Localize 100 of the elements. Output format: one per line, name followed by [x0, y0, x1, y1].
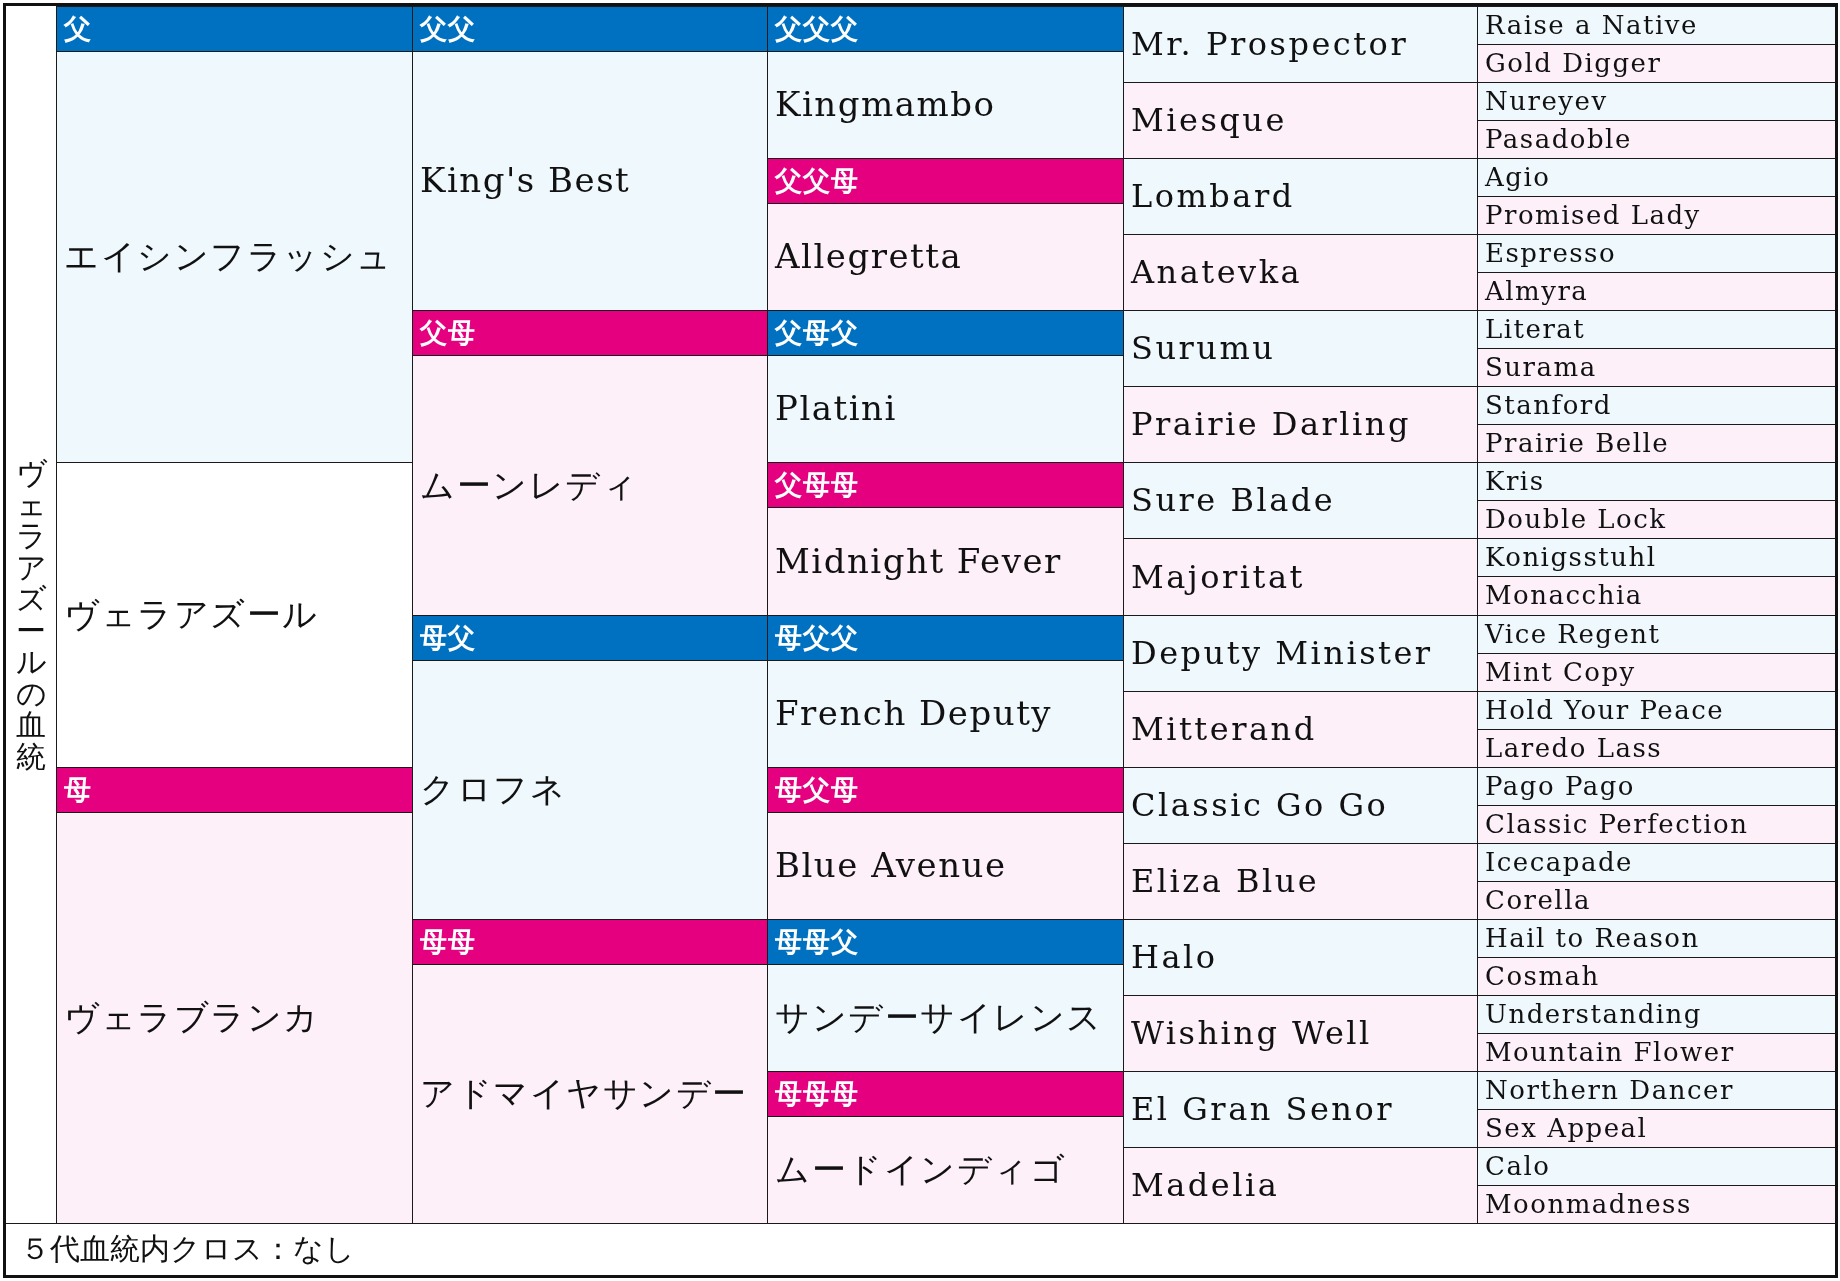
pedigree-cell [1477, 729, 1837, 768]
pedigree-cell [1477, 1185, 1837, 1224]
pedigree-cell [1123, 843, 1478, 920]
pedigree-cell [1477, 615, 1837, 654]
horse-name: French Deputy [775, 694, 1053, 734]
horse-name: Kingmambo [775, 85, 996, 125]
pedigree-cell [767, 6, 1124, 159]
horse-name: ヴェラアズール [64, 595, 319, 635]
horse-name: Halo [1131, 939, 1218, 976]
pedigree-cell [1477, 843, 1837, 882]
relation-header: 母母 [413, 920, 767, 965]
horse-name: Classic Go Go [1131, 787, 1389, 824]
pedigree-cell [412, 6, 768, 311]
pedigree-cell [1123, 158, 1478, 235]
pedigree-cell [1477, 919, 1837, 958]
horse-name: クロフネ [420, 770, 566, 810]
horse-name: Surumu [1131, 330, 1276, 367]
pedigree-cell [1477, 538, 1837, 577]
pedigree-cell [1123, 538, 1478, 616]
horse-name: Corella [1485, 885, 1591, 916]
horse-name: Vice Regent [1485, 619, 1661, 650]
horse-name: Double Lock [1485, 504, 1667, 535]
pedigree-cell [412, 615, 768, 920]
pedigree-cell [1477, 120, 1837, 159]
horse-name: Nureyev [1485, 86, 1608, 117]
relation-header: 母父父 [768, 616, 1123, 661]
pedigree-cell [56, 767, 413, 1224]
horse-name: ヴェラブランカ [64, 998, 320, 1038]
horse-name: Cosmah [1485, 961, 1600, 992]
pedigree-cell [1477, 462, 1837, 501]
horse-name: Mountain Flower [1485, 1037, 1735, 1068]
horse-name: Literat [1485, 314, 1586, 345]
pedigree-cell [1477, 310, 1837, 349]
relation-header: 父母 [413, 311, 767, 356]
horse-name: Mr. Prospector [1131, 26, 1409, 63]
horse-name: Eliza Blue [1131, 863, 1320, 900]
horse-name: Surama [1485, 352, 1597, 383]
pedigree-cell [1477, 995, 1837, 1034]
pedigree-cell [1123, 1147, 1478, 1224]
pedigree-cell [1123, 995, 1478, 1072]
horse-name: Prairie Belle [1485, 428, 1670, 459]
horse-name: Majoritat [1131, 558, 1305, 596]
pedigree-cell [1123, 1071, 1478, 1148]
horse-name: Miesque [1131, 102, 1287, 139]
relation-header: 父 [57, 7, 412, 52]
pedigree-cell [412, 310, 768, 616]
horse-name: エイシンフラッシュ [64, 237, 393, 277]
horse-name: Mint Copy [1485, 657, 1636, 688]
horse-name: Raise a Native [1485, 10, 1698, 41]
pedigree-cell [1123, 234, 1478, 311]
pedigree-cell [1123, 615, 1478, 692]
pedigree-cell [1477, 957, 1837, 996]
horse-name: Promised Lady [1485, 200, 1701, 231]
pedigree-cell [412, 919, 768, 1224]
horse-name: Icecapade [1485, 847, 1633, 878]
horse-name: Gold Digger [1485, 48, 1662, 79]
horse-name: Monacchia [1485, 581, 1643, 611]
horse-name: Laredo Lass [1485, 733, 1663, 764]
vertical-title: ヴェラアズールの血統 [15, 457, 47, 772]
horse-name: Anatevka [1131, 254, 1303, 291]
pedigree-cell [1477, 196, 1837, 235]
pedigree-cell [1123, 386, 1478, 463]
pedigree-cell [1477, 1071, 1837, 1110]
relation-header: 父父母 [768, 159, 1123, 204]
horse-name: Classic Perfection [1485, 809, 1749, 840]
pedigree-cell [56, 6, 413, 463]
relation-header: 母 [57, 768, 412, 813]
pedigree-cell [1477, 1147, 1837, 1186]
horse-name: Hail to Reason [1485, 923, 1700, 954]
horse-name: Espresso [1485, 238, 1617, 269]
relation-header: 父母母 [768, 463, 1123, 508]
footer-note: ５代血統内クロス：なし [6, 1223, 1836, 1275]
relation-header: 母母父 [768, 920, 1123, 965]
pedigree-cell [1123, 310, 1478, 387]
pedigree-cell [1477, 82, 1837, 121]
pedigree-cell [1477, 691, 1837, 730]
pedigree-cell [1477, 1033, 1837, 1072]
pedigree-cell [767, 615, 1124, 768]
horse-name: Madelia [1131, 1167, 1280, 1204]
horse-name: ムーンレディ [420, 465, 638, 506]
pedigree-cell [1477, 6, 1837, 45]
horse-name: El Gran Senor [1131, 1091, 1394, 1128]
pedigree-cell [1123, 691, 1478, 768]
horse-name: Agio [1485, 162, 1551, 193]
pedigree-cell [1123, 919, 1478, 996]
horse-name: Prairie Darling [1131, 406, 1411, 443]
relation-header: 父父 [413, 7, 767, 52]
pedigree-cell [1477, 653, 1837, 692]
horse-name: King's Best [420, 161, 631, 201]
horse-name: Lombard [1131, 178, 1295, 215]
pedigree-cell [1477, 1109, 1837, 1148]
pedigree-cell [1477, 348, 1837, 387]
horse-name: Konigsstuhl [1485, 542, 1657, 573]
horse-name: Pago Pago [1485, 771, 1635, 802]
pedigree-cell [1477, 767, 1837, 806]
horse-name: Kris [1485, 466, 1545, 497]
pedigree-cell [767, 767, 1124, 920]
horse-name: Sure Blade [1131, 482, 1336, 519]
horse-name: Blue Avenue [775, 846, 1007, 886]
pedigree-cell [1477, 805, 1837, 844]
